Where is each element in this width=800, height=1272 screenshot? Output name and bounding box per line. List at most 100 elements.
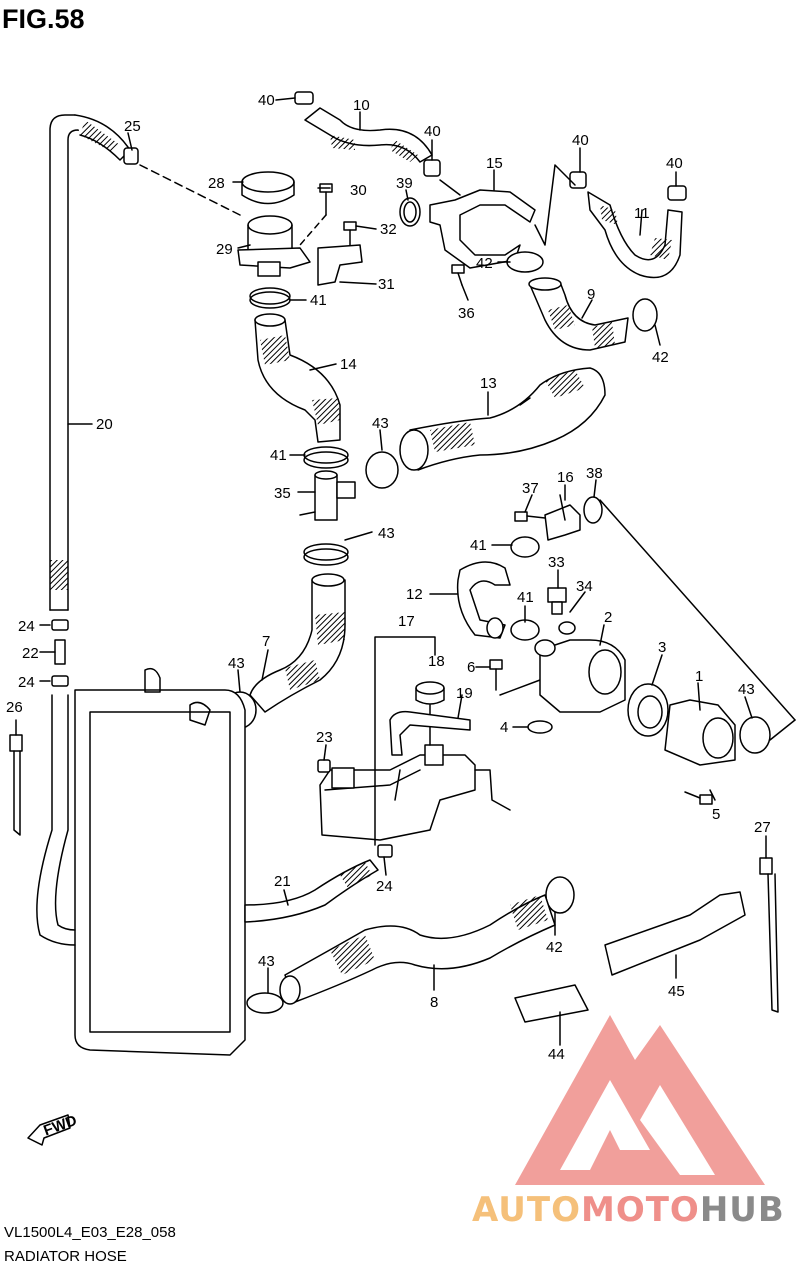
part-38-o-ring[interactable] (583, 496, 603, 524)
callout-19: 19 (456, 685, 473, 702)
part-21-hose[interactable] (244, 859, 379, 923)
callout-3: 3 (658, 639, 666, 656)
callout-40: 40 (666, 155, 683, 172)
callout-24: 24 (18, 674, 35, 691)
part-43-clamp-a[interactable] (303, 543, 349, 566)
part-35-joint[interactable] (299, 470, 356, 521)
part-39-o-ring[interactable] (399, 197, 421, 227)
part-9-hose[interactable] (528, 277, 629, 351)
callout-8: 8 (430, 994, 438, 1011)
part-27-cable-tie[interactable] (759, 857, 779, 1013)
callout-42: 42 (546, 939, 563, 956)
part-5-bolt[interactable] (684, 791, 713, 805)
callout-6: 6 (467, 659, 475, 676)
part-23-bolt[interactable] (317, 759, 331, 773)
part-15-pipe[interactable] (429, 179, 536, 269)
callout-24: 24 (18, 618, 35, 635)
part-40-clip-b[interactable] (423, 159, 441, 177)
part-24-clip-upper[interactable] (51, 619, 69, 631)
callout-26: 26 (6, 699, 23, 716)
watermark-text: AUTOMOTOHUB (472, 1190, 785, 1230)
part-42-clamp-b[interactable] (632, 298, 658, 332)
part-2-thermostat-housing[interactable] (534, 639, 626, 713)
part-24-clip-tank[interactable] (377, 844, 393, 858)
part-11-hose[interactable] (587, 191, 683, 279)
part-19-tank-hose[interactable] (389, 710, 471, 756)
callout-13: 13 (480, 375, 497, 392)
part-3-thermostat[interactable] (627, 683, 669, 737)
callout-2: 2 (604, 609, 612, 626)
part-41-clamp-right[interactable] (510, 536, 540, 558)
part-33-sensor[interactable] (547, 587, 567, 615)
callout-43: 43 (372, 415, 389, 432)
part-40-clip-d[interactable] (667, 185, 687, 201)
callout-5: 5 (712, 806, 720, 823)
callout-32: 32 (380, 221, 397, 238)
part-24-clip-lower[interactable] (51, 675, 69, 687)
callout-25: 25 (124, 118, 141, 135)
part-32-bolt[interactable] (343, 221, 357, 249)
part-43-clamp-e[interactable] (246, 992, 284, 1014)
part-36-bolt[interactable] (451, 264, 465, 286)
part-13-hose[interactable] (399, 367, 606, 471)
part-20-overflow-pipe[interactable] (49, 114, 131, 611)
callout-35: 35 (274, 485, 291, 502)
callout-22: 22 (22, 645, 39, 662)
callout-42: 42 (476, 255, 493, 272)
part-4-o-ring[interactable] (527, 720, 553, 734)
part-12-hose[interactable] (456, 561, 511, 639)
fwd-label: FWD (41, 1112, 79, 1140)
part-1-thermostat-cover[interactable] (664, 699, 736, 766)
watermark-auto: AUTO (472, 1190, 581, 1230)
part-40-clip-c[interactable] (569, 171, 587, 189)
part-40-clip-a[interactable] (294, 91, 314, 105)
part-43-clamp-d[interactable] (739, 716, 771, 754)
watermark-hub: HUB (699, 1190, 785, 1230)
radiator-core (74, 667, 246, 1056)
callout-15: 15 (486, 155, 503, 172)
callout-30: 30 (350, 182, 367, 199)
part-44-pad[interactable] (514, 984, 589, 1023)
callout-40: 40 (258, 92, 275, 109)
part-26-cable-tie[interactable] (9, 734, 23, 836)
part-34-gasket[interactable] (558, 621, 576, 635)
callout-42: 42 (652, 349, 669, 366)
callout-34: 34 (576, 578, 593, 595)
callout-9: 9 (587, 286, 595, 303)
callout-14: 14 (340, 356, 357, 373)
part-28-radiator-cap[interactable] (241, 171, 295, 205)
part-29-filler-neck[interactable] (237, 215, 311, 277)
part-10-hose[interactable] (304, 107, 433, 163)
part-8-hose[interactable] (279, 894, 556, 1005)
watermark-logo-icon (515, 1015, 765, 1185)
callout-31: 31 (378, 276, 395, 293)
part-25-clip[interactable] (123, 147, 139, 165)
callout-28: 28 (208, 175, 225, 192)
part-17-reservoir-tank[interactable] (319, 744, 511, 841)
watermark-moto: MOTO (580, 1190, 700, 1230)
callout-11: 11 (634, 205, 650, 222)
callout-12: 12 (406, 586, 423, 603)
part-41-clamp-upper[interactable] (249, 287, 291, 309)
callout-23: 23 (316, 729, 333, 746)
callout-18: 18 (428, 653, 445, 670)
part-43-clamp-b[interactable] (365, 451, 399, 489)
callout-41: 41 (310, 292, 327, 309)
part-22-pipe[interactable] (54, 639, 66, 665)
callout-17: 17 (398, 613, 415, 630)
part-41-clamp-middle[interactable] (303, 446, 349, 469)
callout-labels: 40 10 40 25 40 40 15 39 28 30 11 32 29 4… (6, 92, 771, 1140)
callout-44: 44 (548, 1046, 565, 1063)
part-6-bolt[interactable] (489, 659, 503, 691)
part-41-clamp-lower[interactable] (510, 619, 540, 641)
part-37-bolt[interactable] (514, 511, 546, 522)
part-45-pad[interactable] (604, 891, 746, 976)
part-31-bracket[interactable] (317, 244, 363, 286)
part-14-hose[interactable] (254, 313, 341, 443)
part-42-clamp-a[interactable] (506, 251, 544, 273)
diagram-name: RADIATOR HOSE (4, 1248, 127, 1265)
part-7-hose[interactable] (249, 573, 346, 713)
part-16-pipe[interactable] (544, 494, 581, 541)
part-42-clamp-c[interactable] (545, 876, 575, 914)
